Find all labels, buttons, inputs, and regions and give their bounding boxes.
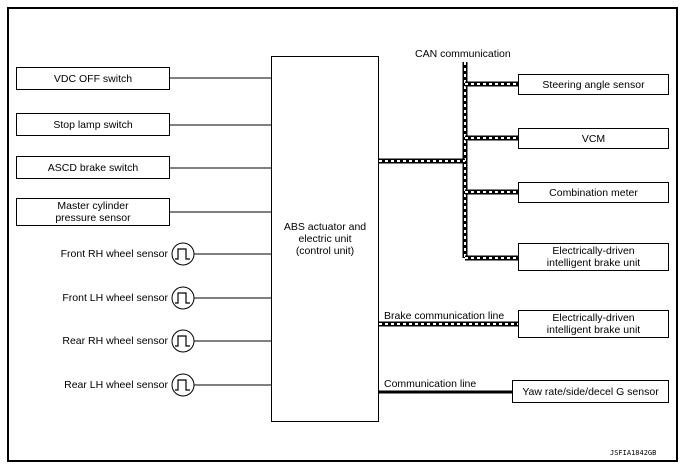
figure-code: JSFIA1842GB [610, 449, 657, 457]
abs-actuator-control-unit-label: ABS actuator and electric unit (control … [283, 221, 367, 257]
stop-lamp-switch-box: Stop lamp switch [16, 113, 170, 136]
rear-rh-wheel-sensor-label: Rear RH wheel sensor [62, 335, 168, 347]
steering-angle-sensor-label: Steering angle sensor [542, 78, 645, 91]
diagram-frame [7, 7, 678, 462]
can-bus [379, 62, 518, 261]
rear-lh-wheel-sensor-label: Rear LH wheel sensor [64, 379, 168, 391]
combination-meter-box: Combination meter [518, 182, 669, 203]
brake-unit-can-label: Electrically-driven intelligent brake un… [546, 245, 641, 269]
vcm-box: VCM [518, 128, 669, 149]
wheel-sensor-symbol-rear-lh [171, 373, 195, 397]
steering-angle-sensor-box: Steering angle sensor [518, 74, 669, 95]
vdc-off-switch-label: VDC OFF switch [53, 72, 133, 85]
front-rh-wheel-sensor-label: Front RH wheel sensor [60, 248, 168, 260]
brake-unit-label: Electrically-driven intelligent brake un… [546, 312, 641, 336]
yaw-rate-sensor-box: Yaw rate/side/decel G sensor [512, 380, 669, 403]
brake-unit-can-box: Electrically-driven intelligent brake un… [518, 243, 669, 271]
stop-lamp-switch-label: Stop lamp switch [53, 118, 133, 131]
combination-meter-label: Combination meter [549, 186, 638, 199]
wheel-sensor-symbol-rear-rh [171, 329, 195, 353]
vcm-label: VCM [581, 132, 606, 145]
master-cylinder-pressure-sensor-label: Master cylinder pressure sensor [55, 200, 131, 224]
vdc-off-switch-box: VDC OFF switch [16, 67, 170, 90]
wheel-sensor-symbol-front-rh [171, 242, 195, 266]
yaw-rate-sensor-label: Yaw rate/side/decel G sensor [522, 385, 659, 398]
master-cylinder-pressure-sensor-box: Master cylinder pressure sensor [16, 198, 170, 226]
ascd-brake-switch-box: ASCD brake switch [16, 156, 170, 179]
communication-line-label: Communication line [384, 378, 477, 390]
wheel-sensor-symbol-front-lh [171, 286, 195, 310]
brake-unit-box: Electrically-driven intelligent brake un… [518, 310, 669, 338]
can-communication-label: CAN communication [415, 48, 511, 60]
abs-actuator-control-unit-box: ABS actuator and electric unit (control … [271, 56, 379, 422]
front-lh-wheel-sensor-label: Front LH wheel sensor [62, 292, 168, 304]
ascd-brake-switch-label: ASCD brake switch [47, 161, 139, 174]
brake-communication-line-label: Brake communication line [384, 310, 505, 322]
